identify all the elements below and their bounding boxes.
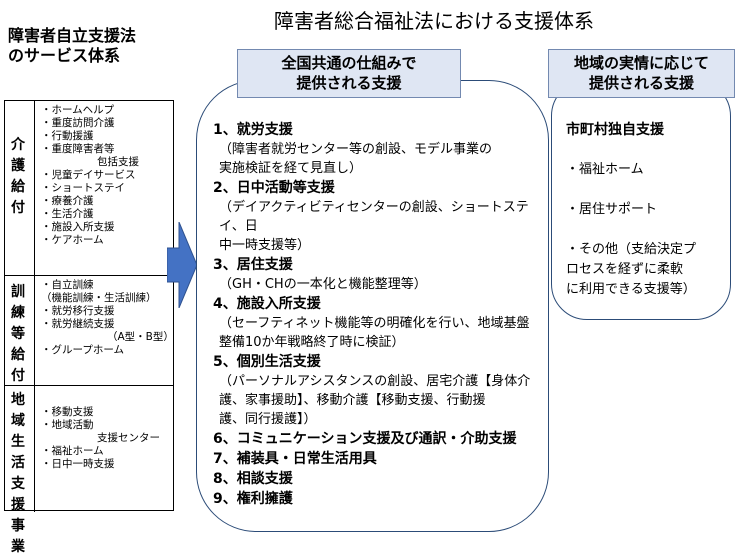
- main-title: 障害者総合福祉法における支援体系: [274, 9, 594, 33]
- main-header-line-2: 提供される支援: [296, 74, 402, 92]
- support-item-detail: 護、同行援護】）: [219, 412, 317, 427]
- local-support-item-line: ・居住サポート: [566, 202, 658, 217]
- table-row: 訓練等給付 ・自立訓練（機能訓練・生活訓練）・就労移行支援・就労継続支援（A型・B…: [5, 276, 174, 386]
- support-item-title: 1、就労支援: [213, 122, 293, 138]
- support-item-title: 8、相談支援: [213, 471, 293, 487]
- main-support-header: 全国共通の仕組みで 提供される支援: [237, 49, 461, 98]
- service-item: ・グループホーム: [41, 344, 125, 356]
- service-item: ・重度障害者等: [41, 143, 115, 155]
- service-item: （A型・B型）: [107, 331, 174, 343]
- local-support-box: [551, 80, 731, 320]
- category-cell: 介護給付: [5, 101, 35, 275]
- service-item: ・日中一時支援: [41, 458, 115, 470]
- right-arrow-icon: [167, 222, 197, 308]
- service-item: ・施設入所支援: [41, 221, 115, 233]
- right-header-line-1: 地域の実情に応じて: [573, 54, 709, 72]
- support-item-detail: 護、家事援助】、移動介護【移動支援、行動援: [219, 393, 486, 408]
- service-item: ・地域活動: [41, 419, 94, 431]
- support-item-title: 7、補装具・日常生活用具: [213, 451, 377, 467]
- service-item: ・療養介護: [41, 195, 94, 207]
- table-row: 地域生活支援事業・移動支援・地域活動支援センター・福祉ホーム・日中一時支援: [5, 386, 173, 555]
- local-support-item-line: ・福祉ホーム: [566, 162, 644, 177]
- support-item-detail: （デイアクティビティセンターの創設、ショートステイ、日: [219, 200, 529, 234]
- support-item-title: 6、コミュニケーション支援及び通訳・介助支援: [213, 431, 517, 447]
- local-support-list: ・福祉ホーム・居住サポート・その他（支給決定プロセスを経ずに柔軟に利用できる支援…: [566, 160, 726, 300]
- service-item: ・生活介護: [41, 208, 94, 220]
- service-item: ・福祉ホーム: [41, 445, 104, 457]
- support-item-title: 4、施設入所支援: [213, 296, 321, 312]
- support-item-title: 9、権利擁護: [213, 491, 293, 507]
- category-label: 介護給付: [11, 137, 25, 216]
- support-item-detail: （GH・CHの一本化と機能整理等）: [219, 277, 427, 292]
- local-support-item: ・居住サポート: [566, 200, 726, 220]
- service-item: 支援センター: [97, 432, 160, 444]
- main-header-line-1: 全国共通の仕組みで: [281, 54, 417, 72]
- support-item-detail: （セーフティネット機能等の明確化を行い、地域基盤: [219, 316, 530, 331]
- category-label: 訓練等給付: [11, 284, 25, 384]
- service-item: ・就労移行支援: [41, 305, 115, 317]
- service-item: （機能訓練・生活訓練）: [41, 292, 157, 304]
- support-item-detail: 整備10か年戦略終了時に検証）: [219, 335, 405, 350]
- local-support-content: 市町村独自支援 ・福祉ホーム・居住サポート・その他（支給決定プロセスを経ずに柔軟…: [566, 120, 726, 320]
- right-header-line-2: 提供される支援: [588, 74, 694, 92]
- service-list: ・自立訓練（機能訓練・生活訓練）・就労移行支援・就労継続支援（A型・B型）・グル…: [41, 279, 174, 357]
- service-item: ・児童デイサービス: [41, 169, 136, 181]
- table-row: 介護給付 ・ホームヘルプ・重度訪問介護・行動援護・重度障害者等包括支援・児童デイサ…: [5, 101, 173, 276]
- service-item: 包括支援: [97, 156, 139, 168]
- service-item: ・ケアホーム: [41, 234, 104, 246]
- local-support-item-line: に利用できる支援等）: [566, 282, 696, 297]
- left-title-line-1: 障害者自立支援法: [8, 26, 137, 45]
- local-support-item-line: ロセスを経ずに柔軟: [566, 262, 684, 277]
- left-title-line-2: のサービス体系: [8, 46, 121, 65]
- local-support-title: 市町村独自支援: [566, 122, 664, 138]
- service-list: ・ホームヘルプ・重度訪問介護・行動援護・重度障害者等包括支援・児童デイサービス・…: [41, 104, 171, 247]
- local-support-item: ・その他（支給決定プロセスを経ずに柔軟に利用できる支援等）: [566, 240, 726, 300]
- support-item-detail: 中一時支援等）: [219, 238, 311, 253]
- service-list: ・移動支援・地域活動支援センター・福祉ホーム・日中一時支援: [41, 406, 171, 471]
- service-item: ・ショートステイ: [41, 182, 125, 194]
- main-support-box: [196, 80, 549, 532]
- service-item: ・ホームヘルプ: [41, 104, 115, 116]
- local-support-item: ・福祉ホーム: [566, 160, 726, 180]
- support-item-detail: （パーソナルアシスタンスの創設、居宅介護【身体介: [219, 374, 531, 389]
- support-item-title: 5、個別生活支援: [213, 354, 321, 370]
- left-service-table: 介護給付 ・ホームヘルプ・重度訪問介護・行動援護・重度障害者等包括支援・児童デイサ…: [4, 100, 174, 555]
- left-title: 障害者自立支援法 のサービス体系: [8, 26, 136, 66]
- service-item: ・自立訓練: [41, 279, 94, 291]
- service-item: ・行動援護: [41, 130, 94, 142]
- main-support-list: 1、就労支援 （障害者就労センター等の創設、モデル事業の実施検証を経て見直し） 2、…: [213, 120, 548, 509]
- local-support-header: 地域の実情に応じて 提供される支援: [548, 49, 735, 98]
- support-item-detail: 実施検証を経て見直し）: [219, 161, 363, 176]
- service-item: ・移動支援: [41, 406, 94, 418]
- service-item: ・就労継続支援: [41, 318, 115, 330]
- support-item-detail: （障害者就労センター等の創設、モデル事業の: [219, 142, 493, 157]
- local-support-item-line: ・その他（支給決定プ: [566, 242, 697, 257]
- support-item-title: 3、居住支援: [213, 257, 293, 273]
- service-item: ・重度訪問介護: [41, 117, 115, 129]
- category-cell: 訓練等給付: [5, 276, 35, 385]
- category-cell: 地域生活支援事業: [5, 386, 35, 555]
- support-item-title: 2、日中活動等支援: [213, 180, 335, 196]
